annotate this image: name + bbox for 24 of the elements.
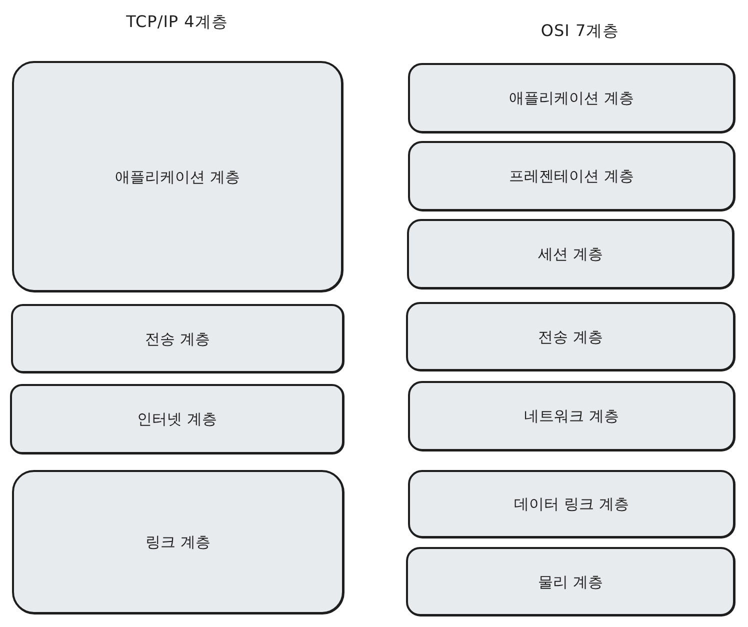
layer-name: 프레젠테이션 계층: [509, 167, 634, 185]
layer-box: [11, 304, 344, 373]
layer-name: 애플리케이션 계층: [509, 89, 634, 107]
layer-name: 애플리케이션 계층: [115, 168, 240, 186]
layer-box: [12, 61, 343, 292]
layer-name: 전송 계층: [145, 330, 210, 348]
layer-name: 인터넷 계층: [137, 410, 217, 428]
layer-name: 물리 계층: [538, 572, 603, 590]
layer-box: [408, 141, 735, 211]
layer-name: 세션 계층: [538, 245, 603, 263]
layer-box: [406, 547, 735, 616]
column-heading: TCP/IP 4계층: [126, 12, 228, 32]
layer-name: 네트워크 계층: [524, 407, 619, 425]
layer-name: 전송 계층: [538, 328, 603, 346]
layer-box: [408, 470, 735, 538]
layer-box: [12, 470, 344, 614]
layer-name: 링크 계층: [146, 533, 210, 551]
layer-box: [406, 302, 735, 371]
layer-box: [408, 63, 735, 133]
layer-name: 데이터 링크 계층: [514, 495, 629, 513]
layer-box: [407, 219, 734, 289]
column-heading: OSI 7계층: [540, 21, 620, 40]
layer-box: [10, 384, 344, 454]
layer-box: [408, 381, 735, 451]
